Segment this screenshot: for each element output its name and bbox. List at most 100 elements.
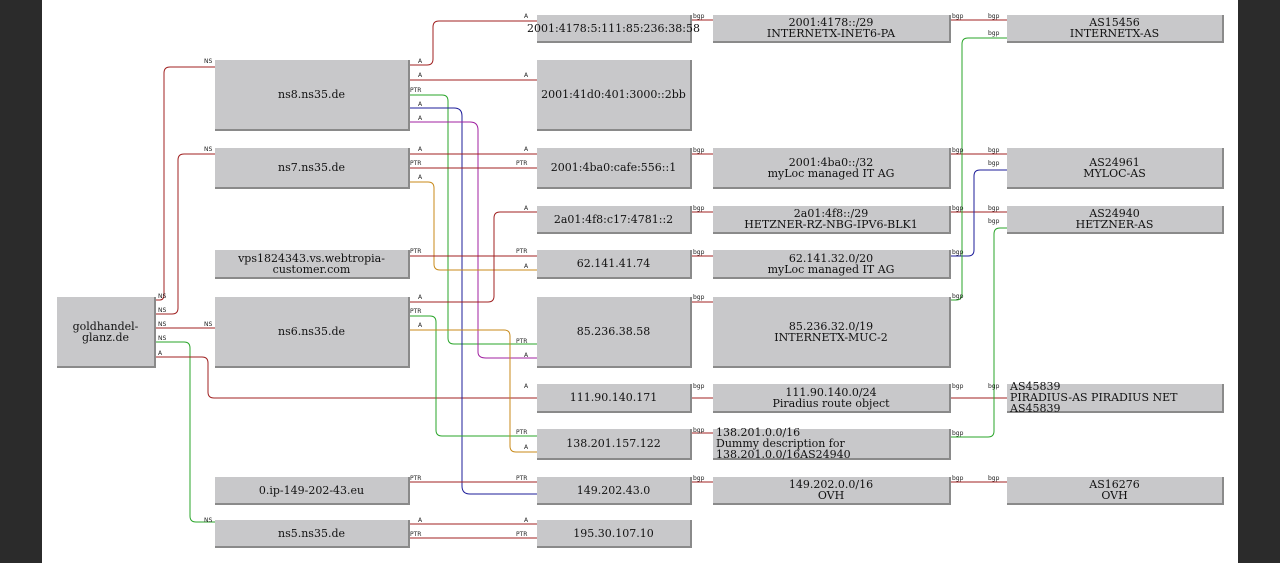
node-ip3-label: 2001:4ba0:cafe:556::1: [550, 161, 677, 174]
edge-label-bgp: bgp: [988, 13, 1000, 20]
edge-label-ptr: PTR: [516, 160, 528, 167]
edge-label-bgp: bgp: [693, 249, 705, 256]
edge-label-a: A: [524, 72, 529, 79]
node-ip7[interactable]: 111.90.140.171: [537, 384, 692, 413]
node-ip9[interactable]: 149.202.43.0: [537, 477, 692, 505]
edge-label-a: A: [418, 146, 423, 153]
node-ip2-label: 2001:41d0:401:3000::2bb: [541, 88, 686, 101]
prefix-5-line2: INTERNETX-MUC-2: [774, 330, 888, 344]
edge-label-bgp: bgp: [988, 30, 1000, 37]
edge-label-ns: NS: [204, 146, 213, 153]
edge-label-bgp: bgp: [988, 205, 1000, 212]
diagram-canvas: goldhandel-glanz.de ns8.ns35.de ns7.ns35…: [42, 0, 1238, 563]
edge-label-a: A: [418, 322, 423, 329]
node-ip6[interactable]: 85.236.38.58: [537, 297, 692, 368]
as-4-line2: PIRADIUS-AS PIRADIUS NET AS45839: [1010, 391, 1178, 415]
edge-label-ns: NS: [158, 335, 167, 342]
edge-label-a: A: [524, 13, 529, 20]
as-3-line1: AS24940: [1089, 207, 1140, 220]
node-ns8[interactable]: ns8.ns35.de: [215, 60, 410, 131]
edge-label-bgp: bgp: [988, 475, 1000, 482]
node-domain-label: goldhandel-glanz.de: [72, 319, 139, 344]
node-ns8-label: ns8.ns35.de: [278, 88, 345, 101]
edge-ns8-ip6: [410, 121, 537, 359]
prefix-1-line1: 2001:4178::/29: [788, 16, 874, 29]
node-ip10-label: 195.30.107.10: [573, 526, 654, 540]
edge-label-bgp: bgp: [988, 218, 1000, 225]
node-ip1[interactable]: 2001:4178:5:111:85:236:38:58: [527, 15, 700, 43]
edge-label-bgp: bgp: [693, 475, 705, 482]
edge-label-a: A: [418, 115, 423, 122]
edge-label-bgp: bgp: [952, 147, 964, 154]
edge-label-ptr: PTR: [516, 475, 528, 482]
edge-label-a: A: [418, 72, 423, 79]
prefix-2-line2: myLoc managed IT AG: [767, 166, 895, 180]
prefix-4-line1: 62.141.32.0/20: [788, 251, 874, 265]
as-5-line2: OVH: [1101, 489, 1128, 502]
edge-label-a: A: [418, 101, 423, 108]
node-ip5-label: 62.141.41.74: [576, 257, 651, 270]
edge-label-bgp: bgp: [693, 205, 705, 212]
node-domain[interactable]: goldhandel-glanz.de: [57, 297, 156, 368]
edge-label-bgp: bgp: [988, 383, 1000, 390]
prefix-2-line1: 2001:4ba0::/32: [788, 155, 874, 169]
edge-label-ns: NS: [158, 293, 167, 300]
as-2-line2: MYLOC-AS: [1083, 166, 1146, 180]
edge-label-a: A: [524, 444, 529, 451]
edge-label-ptr: PTR: [410, 160, 422, 167]
node-ns5[interactable]: ns5.ns35.de: [215, 520, 410, 548]
node-ip2[interactable]: 2001:41d0:401:3000::2bb: [537, 60, 692, 131]
node-ip9-label: 149.202.43.0: [576, 483, 651, 497]
node-0ip-label: 0.ip-149-202-43.eu: [258, 483, 365, 497]
edge-label-bgp: bgp: [952, 249, 964, 256]
edge-layer: [156, 19, 1007, 539]
as-2-line1: AS24961: [1089, 155, 1140, 169]
edge-label-bgp: bgp: [952, 475, 964, 482]
prefix-5-line1: 85.236.32.0/19: [788, 319, 874, 333]
edge-label-ptr: PTR: [410, 248, 422, 255]
node-vps-label: vps1824343.vs.webtropia-customer.com: [238, 251, 385, 276]
prefix-6-line1: 111.90.140.0/24: [785, 385, 877, 399]
node-vps[interactable]: vps1824343.vs.webtropia-customer.com: [215, 250, 410, 279]
node-0ip[interactable]: 0.ip-149-202-43.eu: [215, 477, 410, 505]
node-ip1-label: 2001:4178:5:111:85:236:38:58: [527, 21, 700, 35]
edge-label-a: A: [524, 146, 529, 153]
node-ip6-label: 85.236.38.58: [576, 325, 651, 338]
node-ip10[interactable]: 195.30.107.10: [537, 520, 692, 548]
edge-ns-ns5: [156, 341, 215, 523]
edge-label-bgp: bgp: [952, 430, 964, 437]
edge-label-ns: NS: [158, 321, 167, 328]
edge-ns6-ptr: [410, 315, 537, 437]
node-ns6[interactable]: ns6.ns35.de: [215, 297, 410, 368]
node-ns7[interactable]: ns7.ns35.de: [215, 148, 410, 189]
node-ip5[interactable]: 62.141.41.74: [537, 250, 692, 279]
node-ip3[interactable]: 2001:4ba0:cafe:556::1: [537, 148, 692, 189]
prefix-7-line2: Dummy description for 138.201.0.0/16AS24…: [716, 437, 851, 461]
edge-ns7-ip5: [410, 181, 537, 271]
edge-label-ns: NS: [204, 321, 213, 328]
edge-ns8-ip9: [410, 107, 537, 495]
edge-label-a: A: [524, 352, 529, 359]
edge-label-a: A: [418, 174, 423, 181]
edge-label-a: A: [418, 58, 423, 65]
node-ip4[interactable]: 2a01:4f8:c17:4781::2: [537, 206, 692, 234]
edge-label-bgp: bgp: [988, 147, 1000, 154]
as-5-line1: AS16276: [1089, 478, 1140, 491]
edge-label-ptr: PTR: [516, 429, 528, 436]
prefix-6-line2: Piradius route object: [772, 396, 890, 410]
node-ip8[interactable]: 138.201.157.122: [537, 429, 692, 460]
edge-label-ptr: PTR: [516, 531, 528, 538]
